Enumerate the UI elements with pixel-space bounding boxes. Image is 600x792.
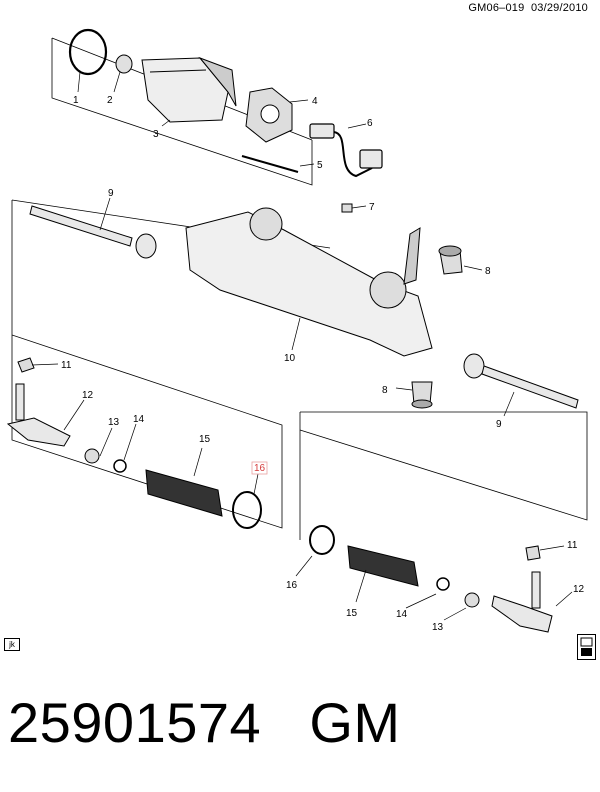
callout-2: 2 [107,95,113,106]
part-number-label: 25901574 GM [8,690,401,755]
callout-14-right: 14 [396,609,408,620]
boot-part-left [145,469,223,517]
corner-tag: jk [4,638,20,651]
bolt-part [241,155,299,173]
callout-8-upper: 8 [485,266,491,277]
callout-11-left: 11 [61,360,72,371]
rack-housing-part [185,207,433,357]
o-ring-part [68,28,108,76]
callout-14-left: 14 [133,414,145,425]
boot-part-right [347,545,419,587]
callout-9-right: 9 [496,419,502,430]
callout-10: 10 [284,353,296,364]
callout-12-right: 12 [573,584,585,595]
diagram-id: GM06–019 [468,2,525,14]
nut-part-right [525,545,541,561]
diagram-date: 03/29/2010 [530,2,588,14]
callout-4: 4 [312,96,318,107]
boot-clamp-part-left [232,491,262,529]
callout-16-highlight-box [251,461,268,475]
inner-tie-rod-part-left [29,205,157,259]
outer-tie-rod-part-left [6,383,71,447]
brand-name: GM [309,691,401,754]
control-module-part [245,87,293,143]
mount-bushing-part-lower [411,381,433,409]
callout-16-left-highlighted: 16 [254,463,266,474]
clamp-part-left [113,459,127,473]
callout-11-right: 11 [567,540,578,551]
group-box-left [11,200,283,529]
callout-5: 5 [317,160,323,171]
mount-bushing-part-upper [438,245,463,275]
clamp-part-right [436,577,450,591]
callout-6: 6 [367,118,373,129]
callout-12-left: 12 [82,390,94,401]
diagram-header: GM06–019 03/29/2010 [468,2,588,14]
motor-part [141,56,237,123]
callout-1: 1 [73,95,79,106]
inner-tie-rod-part-right [463,353,579,409]
group-box-right [299,411,588,521]
outer-tie-rod-part-right [491,571,553,633]
nut-part-left [17,357,35,373]
fitting-part [341,203,353,213]
leader-lines [31,71,573,621]
jam-nut-part-left [84,448,100,464]
callout-16-right: 16 [286,580,298,591]
callout-7: 7 [369,202,375,213]
group-box-motor [51,38,313,186]
part-number: 25901574 [8,691,262,754]
callout-3: 3 [153,129,159,140]
jam-nut-part-right [464,592,480,608]
callout-9-left: 9 [108,188,114,199]
bearing-part [115,54,133,74]
harness-part [309,123,383,178]
callout-15-right: 15 [346,608,358,619]
callout-labels: 1 2 3 4 5 6 7 8 9 10 11 12 13 14 15 16 8… [61,95,585,633]
callout-8-lower: 8 [382,385,388,396]
callout-15-left: 15 [199,434,211,445]
boot-clamp-part-right [309,525,335,555]
book-icon [577,634,596,660]
callout-13-right: 13 [432,622,444,633]
callout-13-left: 13 [108,417,120,428]
